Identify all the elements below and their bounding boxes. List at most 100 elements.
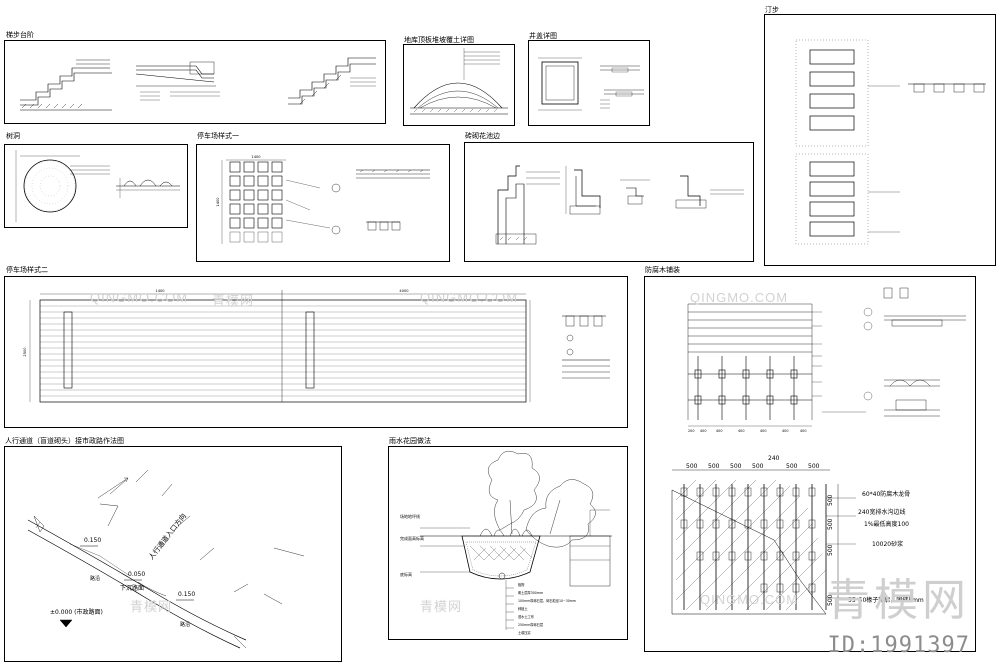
parking2-dim-side: 2500	[23, 347, 27, 357]
ramp-arrows	[97, 469, 305, 605]
title-parking1: 停车场样式一	[197, 132, 239, 140]
parking2-dims: 1400 4000 2500	[23, 289, 409, 357]
parking1-section	[331, 169, 430, 235]
deck-dim-center: 240	[768, 455, 780, 462]
title-deck: 防腐木铺装	[645, 266, 680, 274]
planter-section-1	[495, 165, 560, 245]
panel-parking1	[196, 144, 450, 262]
ramp-elev3: 0.150	[178, 591, 195, 598]
watermark-brand: 青模网	[826, 575, 970, 626]
title-roof: 地库顶板堆坡覆土详图	[404, 36, 474, 44]
deck-dim-side-3: 500	[827, 594, 834, 606]
parking1-dims: 1400 1400	[216, 155, 261, 207]
deck-side-sections	[883, 287, 966, 417]
ramp-entrance-label: 人行通道入口方向	[146, 512, 188, 562]
deck-small-dim-0: 200	[688, 429, 694, 433]
ramp-markers	[59, 545, 194, 628]
ramp-datum: ±0.000 (市政路面)	[50, 608, 103, 616]
parking2-hatch	[40, 305, 526, 397]
title-tree-pit: 树洞	[6, 132, 20, 140]
deck-small-dim-4: 400	[760, 429, 766, 433]
deck-note-2: 1%最低高度100	[864, 520, 909, 528]
planter-section-3	[620, 179, 650, 205]
rain-legend-5: 250mm厚砾石层	[518, 622, 543, 627]
deck-small-dim-6: 400	[800, 429, 806, 433]
deck-note-4: 95*50椽子轮廓，固缝5mm	[848, 596, 924, 604]
deck-plan-joists	[688, 356, 812, 427]
watermark-site-2: QINGMO.COM	[420, 290, 519, 305]
deck-labels: 500 500 500 500 500 500 240 500 500 500 …	[686, 429, 924, 606]
roof-mound	[410, 48, 508, 115]
ramp-elev1: 0.150	[84, 537, 101, 544]
parking2-dim-b: 4000	[399, 289, 409, 293]
stepping-plan-lower	[795, 153, 900, 245]
panel-parking2	[4, 276, 628, 428]
deck-dim-top-2: 500	[730, 463, 742, 470]
parking2-dim-a: 1400	[155, 289, 165, 293]
watermark-site-4: QINGMO.COM	[700, 592, 799, 607]
watermark-site-cn-3: 青模网	[130, 599, 173, 614]
deck-note-0: 60*40防腐木龙骨	[862, 490, 910, 498]
parking1-grid	[221, 159, 331, 244]
deck-callouts	[812, 307, 873, 413]
deck-small-dim-5: 400	[782, 429, 788, 433]
title-stepping: 汀步	[765, 6, 779, 14]
deck-dim-top-1: 500	[708, 463, 720, 470]
watermark-site-cn-2: 青模网	[420, 599, 463, 614]
tree-pit-plan	[15, 150, 110, 222]
stepping-plan-upper	[795, 39, 986, 147]
tree-pit-section	[116, 178, 180, 198]
panel-stepping	[764, 14, 996, 266]
rain-legend-1: 覆土层厚300mm	[518, 590, 543, 595]
title-ramp: 人行通道（盲道砌头）接市政路作法图	[5, 437, 124, 445]
ramp-labels: 0.150 0.050 0.150 人行通道入口方向 下沉路面 ±0.000 (…	[50, 512, 195, 628]
title-steps: 梯步台阶	[6, 31, 34, 39]
step-section-1	[20, 59, 112, 111]
deck-small-dim-2: 400	[716, 429, 722, 433]
ramp-elev2: 0.050	[128, 571, 145, 578]
rain-garden-basin	[420, 509, 612, 630]
ramp-curbs	[27, 515, 247, 649]
parking2-plan	[29, 290, 531, 403]
deck-dim-top-0: 500	[686, 463, 698, 470]
rain-labels: 场地地坪线 完成面高标高 底标高	[400, 513, 424, 577]
rain-label-2: 底标高	[400, 571, 412, 577]
deck-dim-side-0: 500	[827, 494, 834, 506]
rain-legend-6: 土壤压实	[518, 630, 531, 635]
watermark-site-1: QINGMO.COM	[90, 290, 189, 305]
panel-manhole	[528, 40, 650, 126]
planter-section-2	[565, 166, 601, 215]
panel-roof	[403, 44, 515, 126]
rain-legend-0: 植物	[518, 582, 525, 587]
watermark-site-3: QINGMO.COM	[690, 290, 789, 305]
rain-legend-2: 100mm厚砾石层，砾石粒径10~30mm	[518, 598, 576, 603]
deck-dim-top-3: 500	[752, 463, 764, 470]
step-section-2	[135, 61, 220, 101]
parking1-height-dim: 1400	[216, 197, 220, 207]
deck-small-dim-1: 400	[700, 429, 706, 433]
watermark-id: ID:1991397	[827, 633, 970, 658]
planter-section-4	[675, 175, 744, 209]
panel-ramp	[4, 446, 342, 662]
title-rain: 雨水花园做法	[389, 437, 431, 445]
deck-note-1: 240宽排水沟边线	[858, 508, 905, 516]
parking2-details	[562, 315, 610, 379]
ramp-road1: 路沿	[90, 575, 100, 582]
rain-label-1: 完成面高标高	[400, 535, 424, 541]
deck-dim-top-4: 500	[786, 463, 798, 470]
ramp-road2: 路沿	[180, 621, 190, 628]
rain-legend-4: 透水土工布	[518, 614, 534, 619]
deck-large-section	[671, 469, 856, 615]
deck-dim-top-5: 500	[808, 463, 820, 470]
panel-planter	[464, 142, 754, 262]
step-section-3	[288, 57, 376, 105]
rain-garden-trees	[479, 450, 596, 548]
deck-small-dim-3: 400	[738, 429, 744, 433]
deck-dim-side-1: 500	[827, 518, 834, 530]
deck-dim-side-2: 500	[827, 544, 834, 556]
ramp-slope-label: 下沉路面	[120, 584, 144, 592]
watermark-site-cn-1: 青模网	[212, 293, 255, 308]
title-manhole: 井盖详图	[529, 32, 557, 40]
title-planter: 砖砌花池边	[465, 132, 500, 140]
